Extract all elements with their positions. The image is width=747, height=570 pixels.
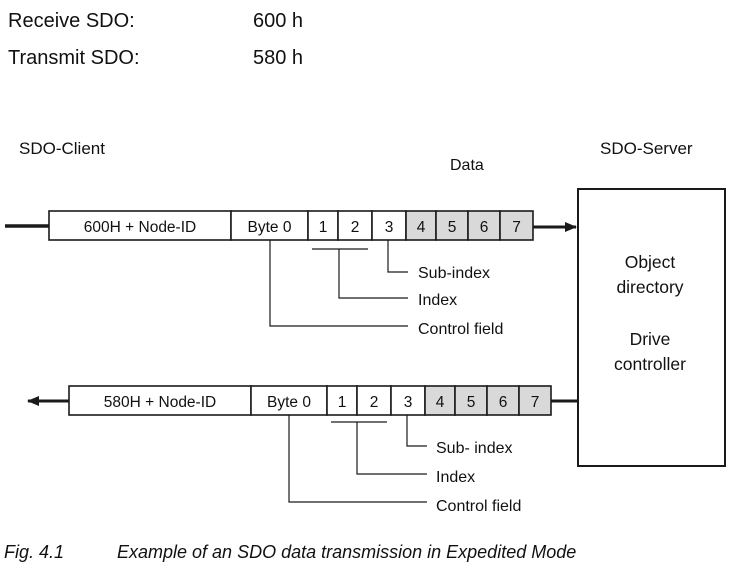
receive-subindex-leader (387, 240, 408, 273)
transmit-sdo-label: Transmit SDO: (8, 47, 140, 69)
receive-byte1: 1 (319, 219, 328, 236)
receive-index-leader (338, 249, 408, 299)
receive-byte4: 4 (417, 219, 426, 236)
receive-byte2-cell (337, 210, 373, 241)
receive-byte0: Byte 0 (248, 219, 292, 236)
transmit-byte6-cell (486, 385, 520, 416)
receive-byte5-cell (435, 210, 469, 241)
transmit-subindex-label: Sub- index (436, 440, 513, 457)
receive-control-leader (269, 240, 408, 327)
transmit-control-label: Control field (436, 498, 521, 515)
receive-byte7-cell (499, 210, 534, 241)
transmit-subindex-leader (406, 415, 427, 447)
figure-caption: Example of an SDO data transmission in E… (117, 542, 576, 562)
transmit-index-label: Index (436, 469, 475, 486)
receive-byte3: 3 (385, 219, 394, 236)
figure-number: Fig. 4.1 (4, 542, 64, 562)
transmit-byte5: 5 (467, 394, 476, 411)
receive-index-label: Index (418, 292, 457, 309)
transmit-byte2-cell (356, 385, 392, 416)
transmit-id-field-cell (68, 385, 252, 416)
server-directory-text: directory (616, 277, 683, 297)
transmit-byte1-cell (326, 385, 358, 416)
sdo-server-label: SDO-Server (600, 139, 693, 158)
receive-subindex-label: Sub-index (418, 265, 490, 282)
receive-byte7: 7 (512, 219, 521, 236)
transmit-byte1: 1 (338, 394, 347, 411)
transmit-control-leader (288, 415, 427, 503)
data-label: Data (450, 157, 484, 174)
transmit-byte6: 6 (499, 394, 508, 411)
receive-byte6: 6 (480, 219, 489, 236)
receive-sdo-label: Receive SDO: (8, 10, 135, 32)
transmit-byte7-cell (518, 385, 552, 416)
sdo-server-box (577, 188, 726, 467)
transmit-byte3: 3 (404, 394, 413, 411)
transmit-sdo-value: 580 h (253, 47, 303, 69)
transmit-index-leader (356, 422, 427, 475)
receive-byte5: 5 (448, 219, 457, 236)
receive-byte2: 2 (351, 219, 360, 236)
transmit-byte7: 7 (531, 394, 540, 411)
transmit-byte4: 4 (436, 394, 445, 411)
receive-byte6-cell (467, 210, 501, 241)
transmit-id-field: 580H + Node-ID (104, 394, 216, 411)
transmit-byte0: Byte 0 (267, 394, 311, 411)
transmit-byte3-cell (390, 385, 426, 416)
receive-control-label: Control field (418, 321, 503, 338)
receive-sdo-value: 600 h (253, 10, 303, 32)
server-object-text: Object (625, 252, 676, 272)
receive-byte4-cell (405, 210, 437, 241)
sdo-client-label: SDO-Client (19, 139, 105, 158)
receive-id-field: 600H + Node-ID (84, 219, 196, 236)
server-controller-text: controller (614, 354, 686, 374)
receive-byte1-cell (307, 210, 339, 241)
server-drive-text: Drive (630, 329, 671, 349)
transmit-byte2: 2 (370, 394, 379, 411)
